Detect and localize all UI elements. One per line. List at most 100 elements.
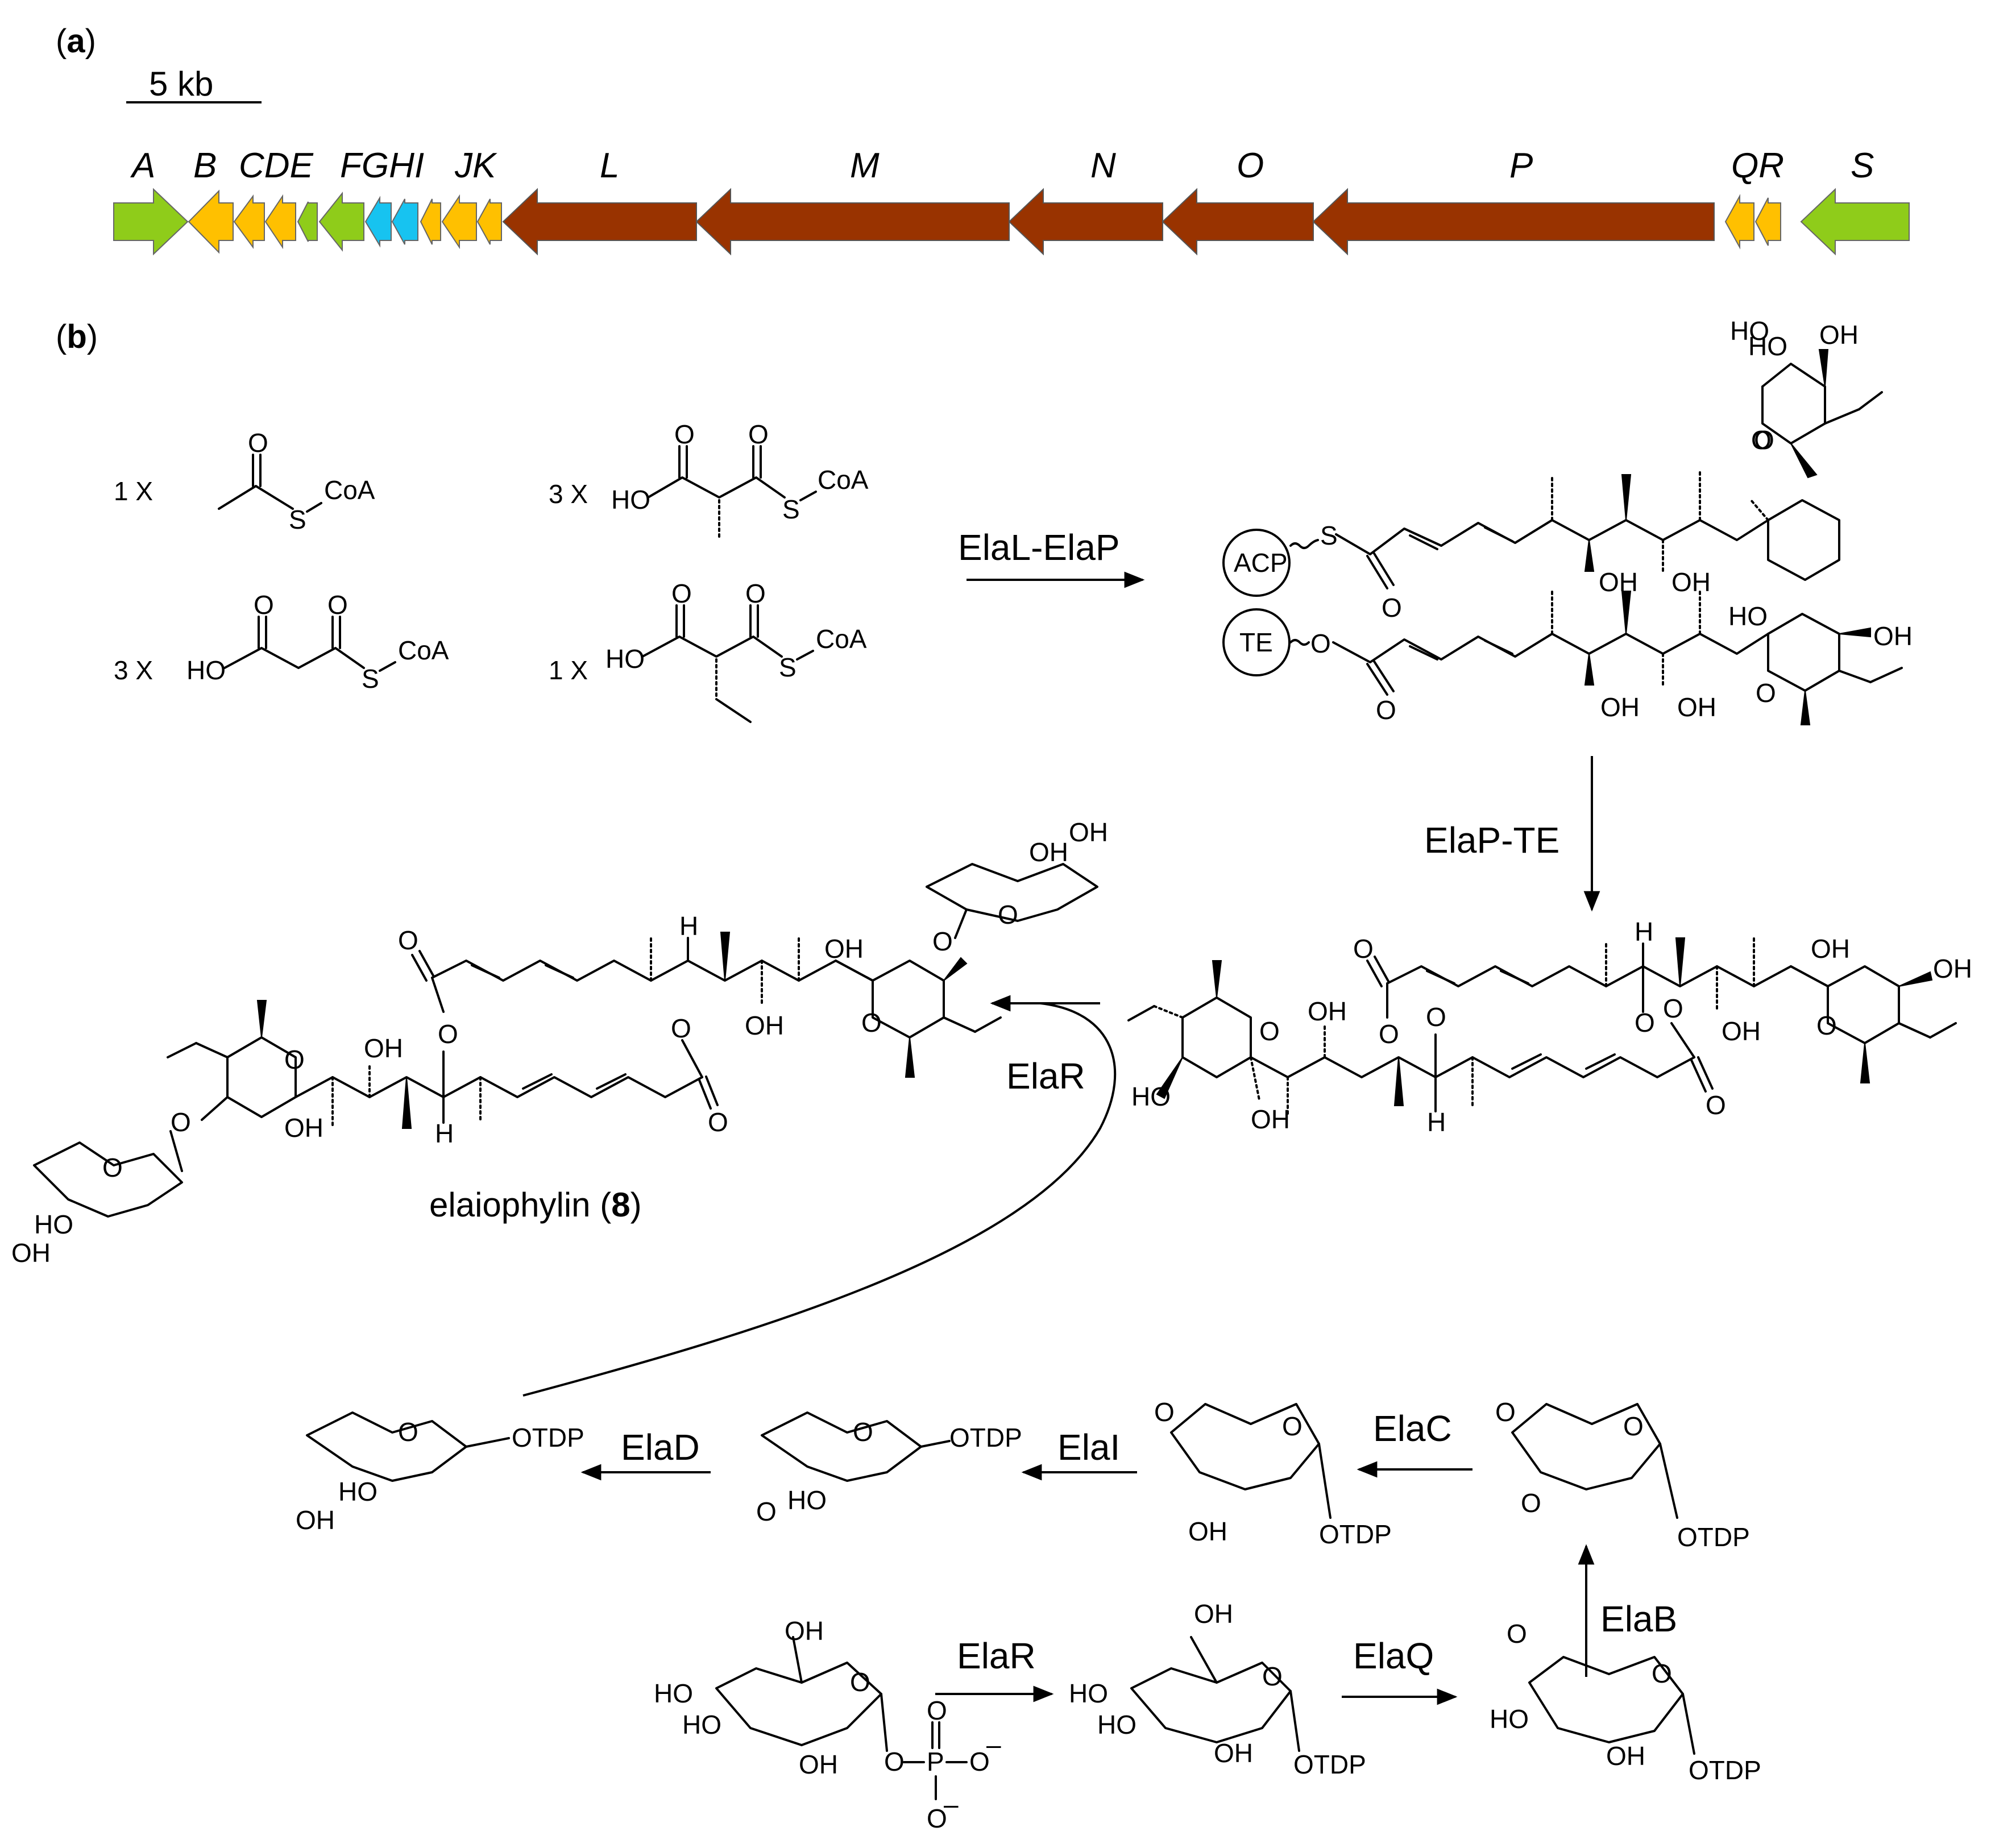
- svg-text:O: O: [1816, 1011, 1837, 1040]
- svg-text:OH: OH: [785, 1616, 824, 1646]
- svg-text:OTDP: OTDP: [1677, 1522, 1750, 1552]
- gene-label-M: M: [850, 146, 880, 185]
- svg-text:OH: OH: [1722, 1016, 1761, 1046]
- svg-text:O: O: [674, 420, 695, 449]
- svg-text:CoA: CoA: [816, 624, 867, 654]
- svg-text:O: O: [671, 1014, 691, 1043]
- svg-text:S: S: [289, 505, 306, 534]
- svg-text:OTDP: OTDP: [1689, 1755, 1761, 1785]
- svg-text:O: O: [1495, 1397, 1516, 1427]
- svg-text:HO: HO: [1097, 1710, 1136, 1739]
- enzyme-label-q: ElaQ: [1353, 1635, 1434, 1676]
- elab-arrow: ElaB: [1578, 1544, 1677, 1677]
- gene-label-QR: QR: [1731, 146, 1784, 185]
- svg-text:OH: OH: [1819, 320, 1859, 350]
- svg-text:O: O: [102, 1153, 123, 1182]
- svg-text:–: –: [986, 1730, 1001, 1759]
- te-step-arrow: ElaP-TE: [1424, 756, 1600, 912]
- svg-text:OTDP: OTDP: [1319, 1519, 1392, 1549]
- gene-arrow-L: [502, 188, 697, 256]
- svg-text:CoA: CoA: [398, 636, 449, 665]
- svg-text:O: O: [1706, 1090, 1726, 1120]
- substrate-methylmalonyl-coa: 3 X HO O O S CoA: [549, 420, 869, 541]
- gene-arrow-M: [695, 188, 1010, 256]
- svg-text:CoA: CoA: [818, 465, 869, 495]
- gene-labels: A B CDE FGHI JK L M N O P QR S: [130, 146, 1874, 185]
- svg-text:OH: OH: [1600, 692, 1640, 722]
- gene-label-FGHI: FGHI: [340, 146, 424, 185]
- svg-text:O: O: [1521, 1488, 1541, 1518]
- substrate-ethylmalonyl-coa: 1 X HO O O S CoA: [549, 579, 867, 723]
- svg-text:OH: OH: [799, 1750, 838, 1779]
- svg-text:OH: OH: [1677, 692, 1716, 722]
- svg-text:HO: HO: [1728, 601, 1768, 631]
- svg-text:O: O: [248, 428, 268, 458]
- svg-text:HO: HO: [611, 485, 650, 514]
- svg-text:O: O: [1426, 1002, 1446, 1032]
- svg-text:OH: OH: [284, 1113, 323, 1143]
- svg-text:HO: HO: [1748, 331, 1787, 361]
- svg-text:HO: HO: [1069, 1679, 1108, 1708]
- gene-arrow-H: [391, 198, 418, 245]
- svg-text:O: O: [927, 1804, 947, 1833]
- svg-text:O: O: [1635, 1008, 1655, 1037]
- pks-step-arrow: ElaL-ElaP: [958, 527, 1145, 588]
- enzyme-label-d: ElaD: [621, 1427, 700, 1468]
- gene-arrow-E: [297, 201, 318, 242]
- svg-text:OH: OH: [824, 934, 864, 964]
- gene-arrow-J: [441, 194, 477, 250]
- svg-text:OH: OH: [1606, 1741, 1645, 1771]
- gene-label-N: N: [1090, 146, 1116, 185]
- svg-text:OH: OH: [1029, 837, 1068, 867]
- svg-text:O: O: [932, 927, 953, 956]
- svg-text:HO: HO: [682, 1710, 721, 1739]
- svg-text:OH: OH: [364, 1033, 403, 1063]
- substrate-acetyl-coa: 1 X O S CoA: [114, 428, 375, 534]
- gene-arrow-I: [420, 198, 441, 245]
- gene-label-P: P: [1509, 146, 1533, 185]
- gene-label-L: L: [600, 146, 619, 185]
- svg-text:O: O: [969, 1747, 990, 1776]
- enzyme-label-r2: ElaR: [957, 1635, 1036, 1676]
- svg-text:OH: OH: [1933, 954, 1972, 983]
- svg-text:OH: OH: [1069, 817, 1108, 847]
- svg-text:O: O: [254, 590, 274, 620]
- svg-text:O: O: [171, 1107, 191, 1137]
- svg-text:O: O: [671, 579, 692, 608]
- gene-cluster: [113, 188, 1910, 256]
- svg-text:OH: OH: [296, 1505, 335, 1535]
- svg-text:H: H: [435, 1119, 454, 1148]
- enzyme-label-te: ElaP-TE: [1424, 820, 1559, 861]
- svg-text:O: O: [756, 1497, 777, 1526]
- svg-text:O: O: [708, 1107, 728, 1137]
- scale-bar-label: 5 kb: [149, 65, 213, 103]
- svg-text:O: O: [1623, 1411, 1644, 1441]
- gene-arrow-F: [318, 192, 364, 252]
- enzyme-label-i: ElaI: [1057, 1427, 1120, 1468]
- svg-text:O: O: [861, 1008, 882, 1037]
- svg-text:H: H: [1635, 917, 1653, 946]
- svg-text:H: H: [1427, 1107, 1446, 1137]
- svg-text:O: O: [1376, 695, 1396, 725]
- svg-text:OH: OH: [1214, 1738, 1253, 1768]
- svg-text:O: O: [1663, 994, 1683, 1023]
- svg-text:OH: OH: [1873, 621, 1913, 651]
- enzyme-label-b: ElaB: [1600, 1598, 1677, 1639]
- gene-arrow-P: [1312, 188, 1715, 256]
- enzyme-label-glyco: ElaR: [1006, 1056, 1085, 1097]
- svg-text:S: S: [782, 495, 800, 524]
- svg-text:HO: HO: [1131, 1082, 1171, 1111]
- svg-text:O: O: [284, 1045, 305, 1074]
- gene-arrow-R: [1754, 197, 1781, 246]
- svg-text:S: S: [362, 664, 379, 693]
- svg-text:O: O: [1507, 1619, 1527, 1648]
- svg-text:OH: OH: [1811, 934, 1850, 964]
- svg-text:OH: OH: [1188, 1517, 1227, 1546]
- svg-text:HO: HO: [605, 644, 645, 674]
- gene-arrow-B: [188, 189, 234, 254]
- gene-arrow-S: [1800, 188, 1910, 256]
- svg-text:O: O: [438, 1019, 458, 1049]
- svg-text:OH: OH: [1599, 567, 1638, 597]
- substrate-count-1: 1 X: [114, 476, 153, 506]
